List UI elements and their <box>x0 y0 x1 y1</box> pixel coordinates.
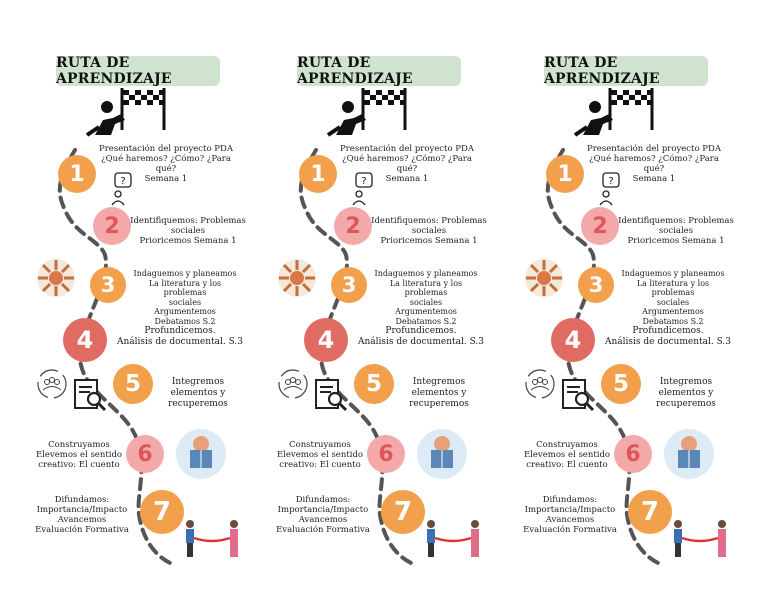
ribbon-cutting-icon <box>427 520 479 557</box>
svg-text:?: ? <box>361 176 366 187</box>
group-cycle-icon <box>278 369 308 399</box>
step-5-circle: 5 <box>354 364 394 404</box>
question-person-icon: ? <box>111 172 132 206</box>
step-7-circle: 7 <box>381 490 425 534</box>
team-hands-icon <box>525 259 563 297</box>
step-7-circle: 7 <box>140 490 184 534</box>
step-2-circle: 2 <box>93 207 131 245</box>
reading-person-icon <box>176 429 226 479</box>
reading-person-icon <box>664 429 714 479</box>
group-cycle-icon <box>525 369 555 399</box>
step-6-circle: 6 <box>614 435 652 473</box>
step-2-circle: 2 <box>334 207 372 245</box>
dashed-route-path <box>57 148 177 567</box>
step-4-text: Profundicemos.Análisis de documental. S.… <box>357 326 485 347</box>
step-4-circle: 4 <box>304 318 348 362</box>
route-panel: RUTA DE APRENDIZAJE 1 Presentación del p… <box>0 0 256 594</box>
step-1-text: Presentación del proyecto PDA¿Qué haremo… <box>587 144 721 184</box>
step-4-circle: 4 <box>63 318 107 362</box>
step-5-circle: 5 <box>113 364 153 404</box>
reading-person-icon <box>417 429 467 479</box>
svg-text:?: ? <box>120 176 125 187</box>
route-panel: RUTA DE APRENDIZAJE 1 Presentación del p… <box>241 0 497 594</box>
step-4-text: Profundicemos.Análisis de documental. S.… <box>116 326 244 347</box>
finish-flag-icon <box>361 88 407 130</box>
step-4-text: Profundicemos.Análisis de documental. S.… <box>604 326 732 347</box>
route-panel: RUTA DE APRENDIZAJE 1 Presentación del p… <box>488 0 744 594</box>
runner-icon <box>573 101 613 137</box>
step-6-circle: 6 <box>126 435 164 473</box>
ribbon-cutting-icon <box>674 520 726 557</box>
page-title: RUTA DE APRENDIZAJE <box>56 55 220 87</box>
dashed-route-path <box>298 148 418 567</box>
team-hands-icon <box>37 259 75 297</box>
ribbon-cutting-icon <box>186 520 238 557</box>
step-1-circle: 1 <box>58 155 96 193</box>
document-search-icon <box>315 379 348 412</box>
step-4-circle: 4 <box>551 318 595 362</box>
question-person-icon: ? <box>352 172 373 206</box>
step-7-circle: 7 <box>628 490 672 534</box>
runner-icon <box>85 101 125 137</box>
step-1-circle: 1 <box>546 155 584 193</box>
step-1-text: Presentación del proyecto PDA¿Qué haremo… <box>99 144 233 184</box>
step-1-circle: 1 <box>299 155 337 193</box>
finish-flag-icon <box>120 88 166 130</box>
runner-icon <box>326 101 366 137</box>
dashed-route-path <box>545 148 665 567</box>
step-3-circle: 3 <box>90 267 126 303</box>
group-cycle-icon <box>37 369 67 399</box>
page-title: RUTA DE APRENDIZAJE <box>544 55 708 87</box>
team-hands-icon <box>278 259 316 297</box>
step-3-circle: 3 <box>578 267 614 303</box>
finish-flag-icon <box>608 88 654 130</box>
document-search-icon <box>74 379 107 412</box>
step-2-circle: 2 <box>581 207 619 245</box>
svg-text:?: ? <box>608 176 613 187</box>
document-search-icon <box>562 379 595 412</box>
step-6-circle: 6 <box>367 435 405 473</box>
question-person-icon: ? <box>599 172 620 206</box>
page-title: RUTA DE APRENDIZAJE <box>297 55 461 87</box>
step-3-circle: 3 <box>331 267 367 303</box>
step-1-text: Presentación del proyecto PDA¿Qué haremo… <box>340 144 474 184</box>
step-5-circle: 5 <box>601 364 641 404</box>
